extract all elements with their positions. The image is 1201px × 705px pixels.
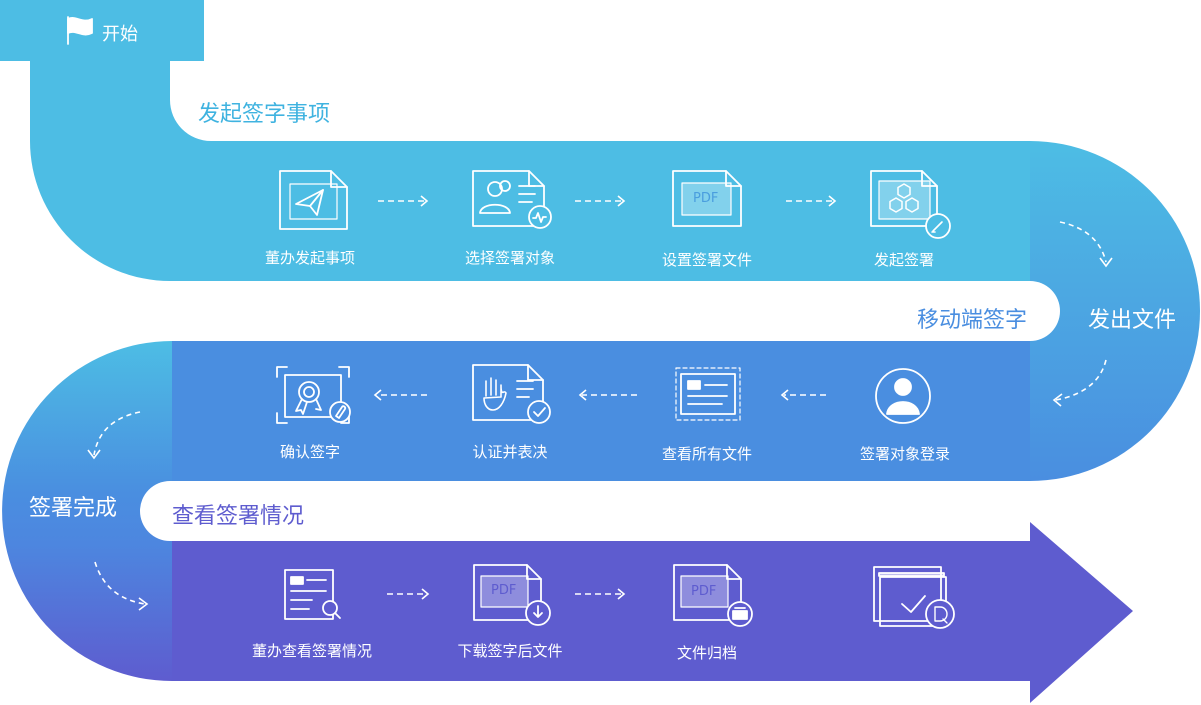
turn-label-send-file: 发出文件 [1088, 308, 1177, 333]
view-files-icon [675, 367, 741, 421]
step-label: 文件归档 [676, 644, 737, 662]
start-label: 开始 [102, 24, 138, 45]
pdf-tag: PDF [691, 584, 717, 599]
section-title-mobile-sign: 移动端签字 [917, 308, 1028, 333]
step-label: 签署对象登录 [859, 445, 950, 463]
pdf-tag: PDF [693, 191, 719, 206]
left-turn [2, 341, 172, 681]
step-label: 查看所有文件 [661, 445, 752, 463]
pdf-download-icon [473, 564, 551, 626]
step-label: 下载签字后文件 [457, 642, 563, 660]
user-login-icon [875, 368, 931, 424]
step-label: 董办发起事项 [264, 249, 355, 267]
step-label: 发起签署 [873, 251, 934, 269]
pdf-tag: PDF [491, 583, 517, 598]
archive-check-icon [873, 566, 955, 629]
pdf-archive-icon [673, 564, 753, 627]
pdf-document-icon [672, 170, 742, 227]
turn-arrow-right-bottom [1055, 359, 1107, 401]
initiate-sign-icon [870, 170, 951, 239]
step-label: 董办查看签署情况 [251, 642, 372, 660]
gap-2 [140, 481, 1030, 541]
turn-label-sign-complete: 签署完成 [29, 496, 118, 521]
step-label: 确认签字 [279, 443, 340, 461]
document-search-icon [284, 569, 341, 620]
gap-1 [170, 281, 1060, 341]
step-label: 选择签署对象 [464, 249, 555, 267]
send-document-icon [279, 170, 348, 230]
section-title-initiate: 发起签字事项 [198, 102, 331, 127]
step-label: 设置签署文件 [661, 251, 752, 269]
flag-icon [67, 16, 93, 45]
turn-arrow-right-top [1059, 221, 1107, 263]
certificate-icon [276, 366, 351, 424]
select-signers-icon [472, 170, 552, 229]
section-title-view-status: 查看签署情况 [172, 504, 305, 529]
start-tab [0, 0, 204, 61]
band-3-arrow [172, 522, 1133, 703]
step-label: 认证并表决 [472, 443, 548, 461]
hand-verify-icon [472, 364, 551, 424]
